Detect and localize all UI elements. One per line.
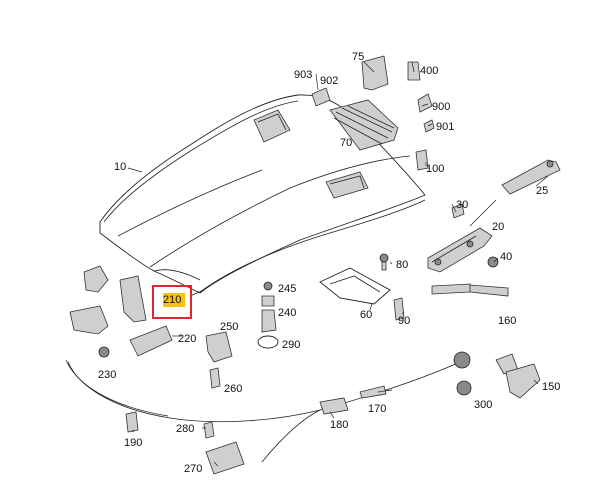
callout-label: 280: [176, 423, 194, 435]
callout-label: 250: [220, 321, 238, 333]
callout-label: 900: [432, 101, 450, 113]
callout-label: 230: [98, 369, 116, 381]
highlighted-callout-label: 210: [163, 294, 182, 306]
center-fasteners-part: [257, 281, 279, 349]
callout-label: 400: [420, 65, 438, 77]
hood-panel: [99, 94, 426, 294]
callout-label: 90: [398, 315, 410, 327]
callout-label: 10: [114, 161, 126, 173]
callout-label: 80: [396, 259, 408, 271]
callout-label: 245: [278, 283, 296, 295]
callout-label: 220: [178, 333, 196, 345]
highlighted-callout-box[interactable]: 210: [152, 285, 192, 319]
callout-label: 290: [282, 339, 300, 351]
callout-label: 270: [184, 463, 202, 475]
callout-label: 190: [124, 437, 142, 449]
callout-label: 20: [492, 221, 504, 233]
callout-label: 903: [294, 69, 312, 81]
callout-label: 240: [278, 307, 296, 319]
callout-label: 70: [340, 137, 352, 149]
callout-label: 901: [436, 121, 454, 133]
leader-lines: [127, 61, 549, 467]
callout-label: 300: [474, 399, 492, 411]
callout-label: 60: [360, 309, 372, 321]
seal-strip-part: [311, 55, 435, 171]
bottom-fittings-part: [125, 411, 245, 475]
latch-lower-part: [205, 331, 233, 389]
callout-label: 40: [500, 251, 512, 263]
callout-label: 150: [542, 381, 560, 393]
callout-label: 25: [536, 185, 548, 197]
callout-labels: 10 20 25 30 40 60 70 75 80 90 100 150 16…: [98, 51, 560, 475]
gas-strut-part: [431, 283, 509, 297]
callout-label: 100: [426, 163, 444, 175]
support-rod-part: [501, 159, 561, 195]
callout-label: 260: [224, 383, 242, 395]
hinge-part: [379, 203, 499, 273]
callout-highlight: [163, 293, 185, 307]
latch-left-part: [69, 265, 173, 358]
callout-label: 30: [456, 199, 468, 211]
callout-label: 180: [330, 419, 348, 431]
callout-label: 902: [320, 75, 338, 87]
callout-label: 75: [352, 51, 364, 63]
callout-label: 160: [498, 315, 516, 327]
callout-label: 170: [368, 403, 386, 415]
latch-bracket-part: [319, 267, 405, 321]
release-cable-part: [65, 351, 541, 463]
